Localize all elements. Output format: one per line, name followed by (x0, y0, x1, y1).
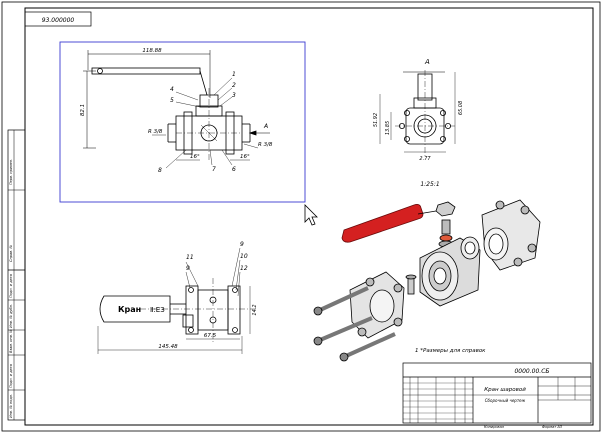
top-callout-10: 10 (240, 253, 248, 260)
format-label: Формат А3 (542, 425, 562, 429)
section-letter: A (263, 123, 268, 130)
front-view[interactable] (83, 50, 270, 169)
front-callout-3: 3 (232, 92, 236, 99)
mouse-cursor-icon (304, 204, 318, 226)
side-stamp-label-1: Справ. № (9, 245, 13, 262)
front-dim-length: 118.88 (142, 48, 162, 54)
selection-box[interactable] (59, 41, 306, 203)
front-callout-2: 2 (232, 82, 236, 89)
lever-text: Кран (118, 305, 141, 314)
side-view-label: А (424, 58, 430, 66)
side-stamp-label-4: Взам. инв. № (9, 329, 13, 353)
front-callout-5: 5 (170, 97, 174, 104)
front-callout-1: 1 (232, 71, 236, 78)
note-text: 1 *Размеры для справок (415, 348, 486, 354)
top-callout-11: 11 (186, 254, 194, 261)
title-block (402, 362, 592, 424)
side-dim-h: 65.08 (458, 101, 464, 115)
top-callout-12: 12 (240, 265, 248, 272)
doc-code-box: 93.000000 (24, 11, 92, 27)
top-view[interactable] (97, 247, 256, 354)
copied-label: Копировал (484, 425, 505, 429)
top-callout-9a: 9 (186, 265, 190, 272)
doc-code-top: 93.000000 (42, 17, 75, 24)
front-thread-left: R 3/8 (148, 129, 163, 135)
front-dim-a1: 16° (190, 154, 200, 160)
front-thread-right: R 3/8 (258, 142, 273, 148)
front-callout-6: 6 (232, 166, 236, 173)
top-dim-total: 145.48 (158, 344, 178, 350)
front-callout-8: 8 (158, 167, 162, 174)
side-stamp: Перв. примен. Справ. № Подп. и дата Инв.… (7, 129, 26, 421)
exploded-isometric-view[interactable] (313, 199, 541, 362)
front-dim-height: 82.1 (80, 104, 86, 116)
top-dim-h: 14.2 (252, 304, 258, 315)
lever-handle-red (341, 204, 424, 243)
lever-code: Ⅱ:ЕЗ (150, 306, 165, 314)
side-dim-b: 2.77 (419, 156, 431, 162)
front-dim-a2: 16° (240, 154, 250, 160)
scale-label: 1:25:1 (420, 181, 439, 188)
side-stamp-label-2: Подп. и дата (9, 274, 13, 298)
front-callout-7: 7 (212, 166, 216, 173)
side-view[interactable] (379, 70, 456, 158)
side-dim-w2: 13.85 (385, 121, 391, 135)
drawing-subtitle: Сборочный чертеж (485, 398, 526, 403)
side-stamp-label-3: Инв. № дубл. (9, 304, 13, 328)
side-dim-w: 51.92 (373, 113, 379, 127)
top-dim-part: 67.5 (204, 333, 217, 339)
side-stamp-label-6: Инв. № подл. (9, 394, 13, 418)
front-callout-4: 4 (170, 86, 174, 93)
side-stamp-label-5: Подп. и дата (9, 364, 13, 388)
drawing-title: Кран шаровой (484, 387, 526, 393)
side-stamp-label-0: Перв. примен. (9, 159, 13, 185)
top-callout-9b: 9 (240, 241, 244, 248)
part-number: 0000.00.СБ (514, 368, 549, 375)
